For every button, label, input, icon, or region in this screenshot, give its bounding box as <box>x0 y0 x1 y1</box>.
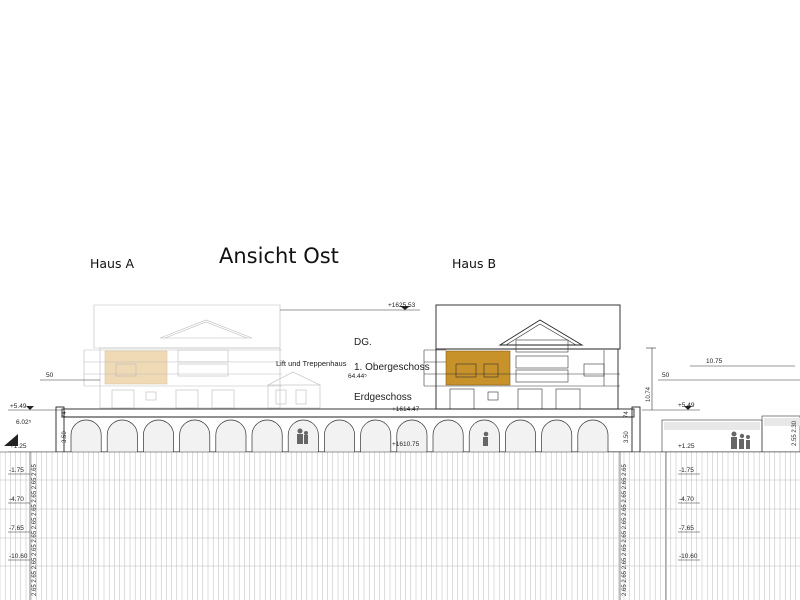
lift-stair-core: Lift und Treppenhaus <box>267 359 347 409</box>
arcade-arch <box>396 419 428 452</box>
dim-left-74: 74 <box>62 411 68 418</box>
arcade-arch <box>215 419 247 452</box>
dim-left-50: 50 <box>46 372 54 379</box>
haus-a-accent-panel <box>104 350 168 385</box>
arcade-arch <box>251 419 283 452</box>
arcade-arches <box>70 419 609 452</box>
arcade-arch <box>432 419 464 452</box>
arcade-arch <box>468 419 500 452</box>
elev-left-602: 6.02⁵ <box>16 419 32 426</box>
level-label-left: -4.70 <box>9 496 24 503</box>
drawing-title: Ansicht Ost <box>219 244 339 268</box>
level-label-left: -7.65 <box>9 525 24 532</box>
elev-roof-terrace: +1614.47 <box>392 406 420 413</box>
dim-vertical-stack-left: 2.65 2.65 2.65 2.65 2.65 2.65 2.65 2.65 … <box>32 464 38 596</box>
haus-b-building <box>423 304 621 410</box>
arcade-arch <box>143 419 174 452</box>
dim-left-350: 3.50 <box>62 431 68 443</box>
arcade-arch <box>324 419 355 452</box>
level-label-left: -10.60 <box>9 553 28 560</box>
level-label-left: -1.75 <box>9 467 24 474</box>
arcade-arch <box>287 419 319 452</box>
haus-a-label: Haus A <box>90 256 134 271</box>
level-label-right: -10.60 <box>679 553 698 560</box>
underground-foundation <box>0 451 800 600</box>
elev-top: +1625.53 <box>388 302 416 309</box>
elev-left-549: +5.49 <box>10 403 27 410</box>
elev-right-549: +5.49 <box>678 402 695 409</box>
level-label-right: -7.65 <box>679 525 694 532</box>
arcade-arch <box>179 419 211 452</box>
haus-b-accent-panel <box>445 350 511 386</box>
elev-ground: +1610.75 <box>392 441 420 448</box>
dim-width-1075: 10.75 <box>706 358 723 365</box>
arcade-podium <box>55 406 641 453</box>
north-flag-icon <box>4 434 18 446</box>
arcade-arch <box>577 419 609 452</box>
elev-left-125: +1.25 <box>10 443 27 450</box>
floor-label-dg: DG. <box>354 337 372 348</box>
dim-right-74: 74 <box>624 411 630 418</box>
level-label-right: -4.70 <box>679 496 694 503</box>
arcade-arch <box>360 419 392 452</box>
arcade-arch <box>70 419 102 452</box>
people-figures <box>297 428 750 585</box>
arcade-arch <box>505 419 536 452</box>
level-markers: -1.75 -1.75 -4.70 -4.70 -7.65 -7.65 -10.60 -10.… <box>8 467 700 561</box>
dim-right-350: 3.50 <box>624 431 630 443</box>
elev-mid: 64.44⁵ <box>348 373 367 380</box>
level-label-right: -1.75 <box>679 467 694 474</box>
haus-b-label: Haus B <box>452 256 496 271</box>
floor-label-eg: Erdgeschoss <box>354 392 412 403</box>
dim-right-50: 50 <box>662 372 670 379</box>
haus-a-building <box>83 304 282 409</box>
elev-right-125: +1.25 <box>678 443 695 450</box>
arcade-arch <box>541 419 573 452</box>
dim-right-edge: 2.55 2.30 <box>792 420 798 446</box>
dim-height-1074: 10.74 <box>646 386 652 402</box>
lift-label: Lift und Treppenhaus <box>276 359 347 368</box>
arcade-arch <box>106 419 138 452</box>
dim-vertical-stack-right: 2.65 2.65 2.65 2.65 2.65 2.65 2.65 2.65 … <box>622 464 628 596</box>
floor-label-og1: 1. Obergeschoss <box>354 362 430 373</box>
